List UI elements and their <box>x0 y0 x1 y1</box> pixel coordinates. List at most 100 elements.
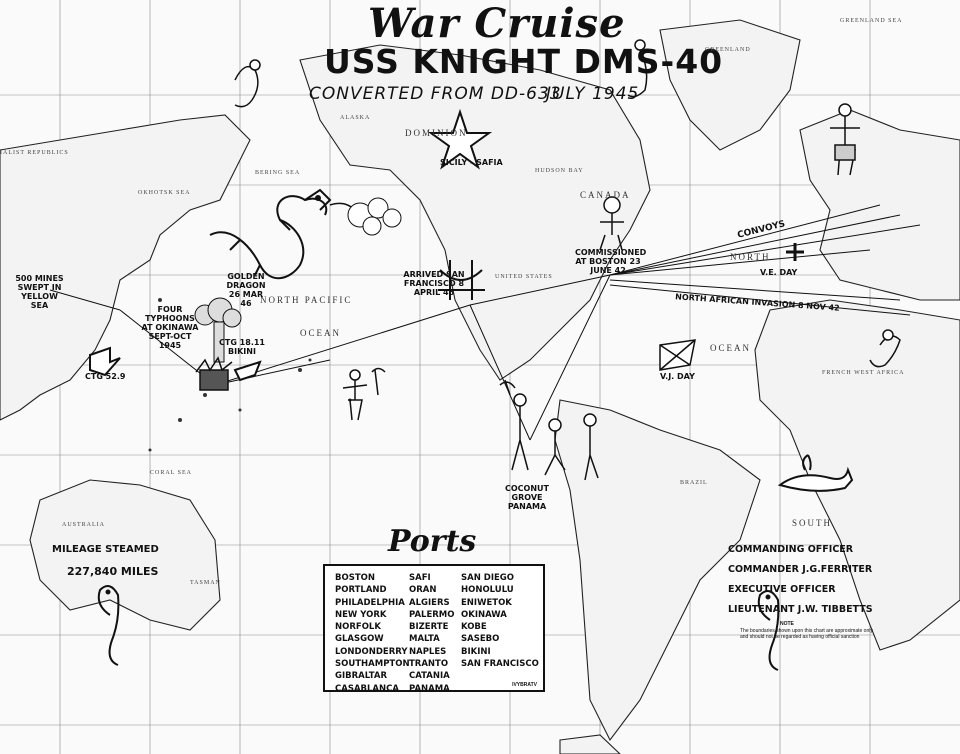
route-boston-sf <box>469 274 611 306</box>
annotation-vj-day: V.J. DAY <box>660 372 695 381</box>
label-coral-sea: CORAL SEA <box>150 470 192 476</box>
label-greenland: GREENLAND <box>705 47 751 53</box>
route-bikini-sf <box>214 304 471 386</box>
annotation-ctg-bikini: CTG 18.11 BIKINI <box>219 338 265 356</box>
route-okinawa-yellowsea <box>49 289 121 311</box>
sicily-star-icon <box>427 108 493 170</box>
landmasses <box>0 19 960 754</box>
mileage-value: 227,840 MILES <box>67 565 159 578</box>
seahorse-right-icon <box>757 590 780 671</box>
port-item: SOUTHAMPTON <box>335 659 410 670</box>
port-item: NAPLES <box>409 646 447 657</box>
co-title: COMMANDING OFFICER <box>728 544 854 555</box>
converted-from: CONVERTED FROM DD-633 <box>309 84 562 104</box>
ports-column-3: SAN DIEGO HONOLULU ENIWETOK OKINAWA KOBE… <box>461 572 539 670</box>
mileage-label: MILEAGE STEAMED <box>52 544 159 555</box>
note-heading: NOTE <box>780 621 794 627</box>
port-item: SAN DIEGO <box>461 573 515 583</box>
co-name: COMMANDER J.G.FERRITER <box>728 564 873 575</box>
port-item: OKINAWA <box>461 609 507 620</box>
annotation-ve-day: V.E. DAY <box>760 268 798 277</box>
port-item: BIKINI <box>461 646 491 657</box>
port-item: TRANTO <box>409 659 449 670</box>
seahorse-left-icon <box>97 585 120 666</box>
annotation-typhoons: FOUR TYPHOONS AT OKINAWA SEPT-OCT 1945 <box>141 305 199 350</box>
annotation-arrived-sf: ARRIVED SAN FRANCISCO 8 APRIL 46 <box>403 270 465 297</box>
golden-dragon-icon <box>209 188 381 280</box>
south-america-landmass <box>554 399 761 742</box>
label-greenland-sea: GREENLAND SEA <box>840 18 903 24</box>
label-french-west-africa: FRENCH WEST AFRICA <box>822 370 905 376</box>
ports-column-1: BOSTON PORTLAND PHILADELPHIA NEW YORK NO… <box>335 572 410 695</box>
ports-column-2: SAFI ORAN ALGIERS PALERMO BIZERTE MALTA … <box>409 572 454 695</box>
convoy-line-1 <box>609 204 881 276</box>
port-item: BOSTON <box>335 573 375 583</box>
flag-vj-day-icon <box>659 339 696 371</box>
sailor-figure-icon <box>599 196 624 251</box>
port-item: HONOLULU <box>461 585 514 596</box>
port-item: LONDONDERRY <box>335 646 408 657</box>
flag-ctg-52-icon <box>89 346 121 377</box>
hula-dancer-icon <box>342 367 386 421</box>
label-canada: CANADA <box>580 190 631 200</box>
mermaid-top-right-icon <box>627 39 648 98</box>
port-item: MALTA <box>409 634 440 645</box>
note-text-1: The boundaries shown upon this chart are… <box>740 628 873 634</box>
label-australia: AUSTRALIA <box>62 522 105 528</box>
antarctic-peninsula <box>559 734 621 754</box>
port-item: PALERMO <box>409 609 455 620</box>
label-alaska: ALASKA <box>340 115 371 121</box>
port-item: GLASGOW <box>335 634 384 645</box>
label-dominion: DOMINION <box>405 128 468 138</box>
ve-day-marker-icon <box>786 243 804 261</box>
mermaid-top-left-icon <box>234 59 261 108</box>
port-item: SASEBO <box>461 634 500 645</box>
greenland-landmass <box>659 19 801 151</box>
label-hudson: HUDSON BAY <box>535 168 584 174</box>
port-item: NORFOLK <box>335 622 381 633</box>
dancers-figure-icon <box>499 379 599 481</box>
label-brazil: BRAZIL <box>680 480 708 486</box>
port-item: CASABLANCA <box>335 683 399 694</box>
smoke-cloud-icon <box>347 197 402 236</box>
mermaid-africa-icon <box>869 329 901 368</box>
port-item: ORAN <box>409 585 437 596</box>
route-bikini-okinawa <box>119 309 216 386</box>
convoy-line-2 <box>609 214 901 276</box>
annotation-mines: 500 MINES SWEPT IN YELLOW SEA <box>15 274 64 310</box>
ports-title: Ports <box>388 524 477 559</box>
asia-landmass <box>0 114 251 421</box>
convoy-line-3 <box>609 224 921 276</box>
note-text-2: and should not be regarded as having off… <box>740 634 860 640</box>
whale-icon <box>777 454 854 492</box>
label-atlantic-ocean: OCEAN <box>710 343 751 353</box>
cruise-date: JULY 1945 <box>546 84 640 104</box>
annotation-sicily: SICILY - SAFIA <box>440 158 503 167</box>
label-pacific-ocean: OCEAN <box>300 328 341 338</box>
label-united-states: UNITED STATES <box>495 274 553 280</box>
north-america-landmass <box>299 44 651 381</box>
route-lines <box>49 204 921 441</box>
port-item: PORTLAND <box>335 585 387 596</box>
artist-signature: IVYBRATV <box>512 682 537 688</box>
port-item: NEW YORK <box>335 609 387 620</box>
officers-block: COMMANDING OFFICER COMMANDER J.G.FERRITE… <box>728 540 873 620</box>
port-item: GIBRALTAR <box>335 671 388 682</box>
label-bering: BERING SEA <box>255 170 301 176</box>
label-tasman: TASMAN <box>190 580 221 586</box>
label-south: SOUTH <box>792 518 833 528</box>
port-item: SAN FRANCISCO <box>461 659 539 670</box>
port-item: SAFI <box>409 573 431 583</box>
annotation-commissioned: COMMISSIONED AT BOSTON 23 JUNE 42 <box>575 248 647 275</box>
port-item: BIZERTE <box>409 622 449 633</box>
ship-name: USS KNIGHT DMS-40 <box>324 42 724 81</box>
explosion-icon <box>195 356 233 391</box>
flag-bikini-icon <box>233 360 262 382</box>
annotation-golden-dragon: GOLDEN DRAGON 26 MAR 46 <box>226 272 266 308</box>
port-item: CATANIA <box>409 671 450 682</box>
convoy-line-4 <box>609 249 871 276</box>
port-item: KOBE <box>461 622 487 633</box>
annotation-ctg-52: CTG 52.9 <box>85 372 126 381</box>
golden-gate-icon <box>438 260 485 300</box>
